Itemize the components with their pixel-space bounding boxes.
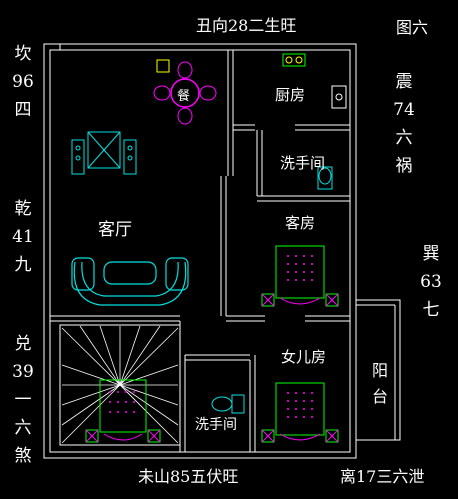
guest-bed <box>261 245 339 307</box>
qian-star: 九 <box>14 255 32 275</box>
stove <box>282 53 306 67</box>
room-dining: 餐 <box>177 89 191 104</box>
bottom-orientation-label: 未山85五伏旺 <box>138 467 239 486</box>
room-kitchen: 厨房 <box>275 86 306 104</box>
figure-label: 图六 <box>396 18 429 37</box>
side-label-dui: 兑 39 一 六 煞 <box>10 330 36 470</box>
guest-bed-pattern <box>287 255 313 281</box>
stair-area-bed <box>85 379 161 443</box>
zhen-star: 六 <box>395 128 413 148</box>
xun-star: 七 <box>422 300 440 320</box>
sofa <box>71 257 189 306</box>
side-label-qian: 乾 41 九 <box>10 195 36 279</box>
outer-wall <box>43 43 357 459</box>
sink <box>331 85 347 109</box>
dui-star: 一 <box>14 390 32 410</box>
zhen-note: 祸 <box>395 156 413 176</box>
kan-star: 四 <box>14 100 32 120</box>
stair-lines <box>61 325 179 444</box>
kan-number: 96 <box>12 72 34 92</box>
dui-number: 39 <box>12 362 34 382</box>
child-bed <box>261 382 339 443</box>
xun-number: 63 <box>420 272 442 292</box>
room-bathroom-lower: 洗手间 <box>195 417 237 433</box>
top-orientation-label: 丑向28二生旺 <box>196 16 297 35</box>
toilet-lower <box>211 394 245 414</box>
stair-frame <box>59 324 181 446</box>
room-bathroom-upper: 洗手间 <box>280 154 326 172</box>
bottom-right-label: 离17三六泄 <box>340 467 425 486</box>
walls <box>43 43 401 459</box>
room-guest: 客房 <box>285 214 316 232</box>
xun-trigram: 巽 <box>422 244 440 264</box>
dui-note: 煞 <box>14 446 32 466</box>
dining-table <box>153 59 217 125</box>
balcony-outline <box>355 299 401 441</box>
dui-star-2: 六 <box>14 418 32 438</box>
zhen-trigram: 震 <box>395 72 413 92</box>
room-child: 女儿房 <box>281 348 327 366</box>
toilet-upper <box>317 166 333 190</box>
kan-trigram: 坎 <box>14 44 32 64</box>
side-label-kan: 坎 96 四 <box>10 40 36 124</box>
qian-trigram: 乾 <box>14 199 32 219</box>
dui-trigram: 兑 <box>14 334 32 354</box>
room-living: 客厅 <box>98 220 132 240</box>
side-label-xun: 巽 63 七 <box>418 240 444 324</box>
room-balcony: 阳台 <box>372 361 389 406</box>
zhen-number: 74 <box>393 100 415 120</box>
tv-cabinet <box>71 131 137 175</box>
side-label-zhen: 震 74 六 祸 <box>391 68 417 180</box>
qian-number: 41 <box>12 227 34 247</box>
outer-wall-inner <box>49 49 351 453</box>
